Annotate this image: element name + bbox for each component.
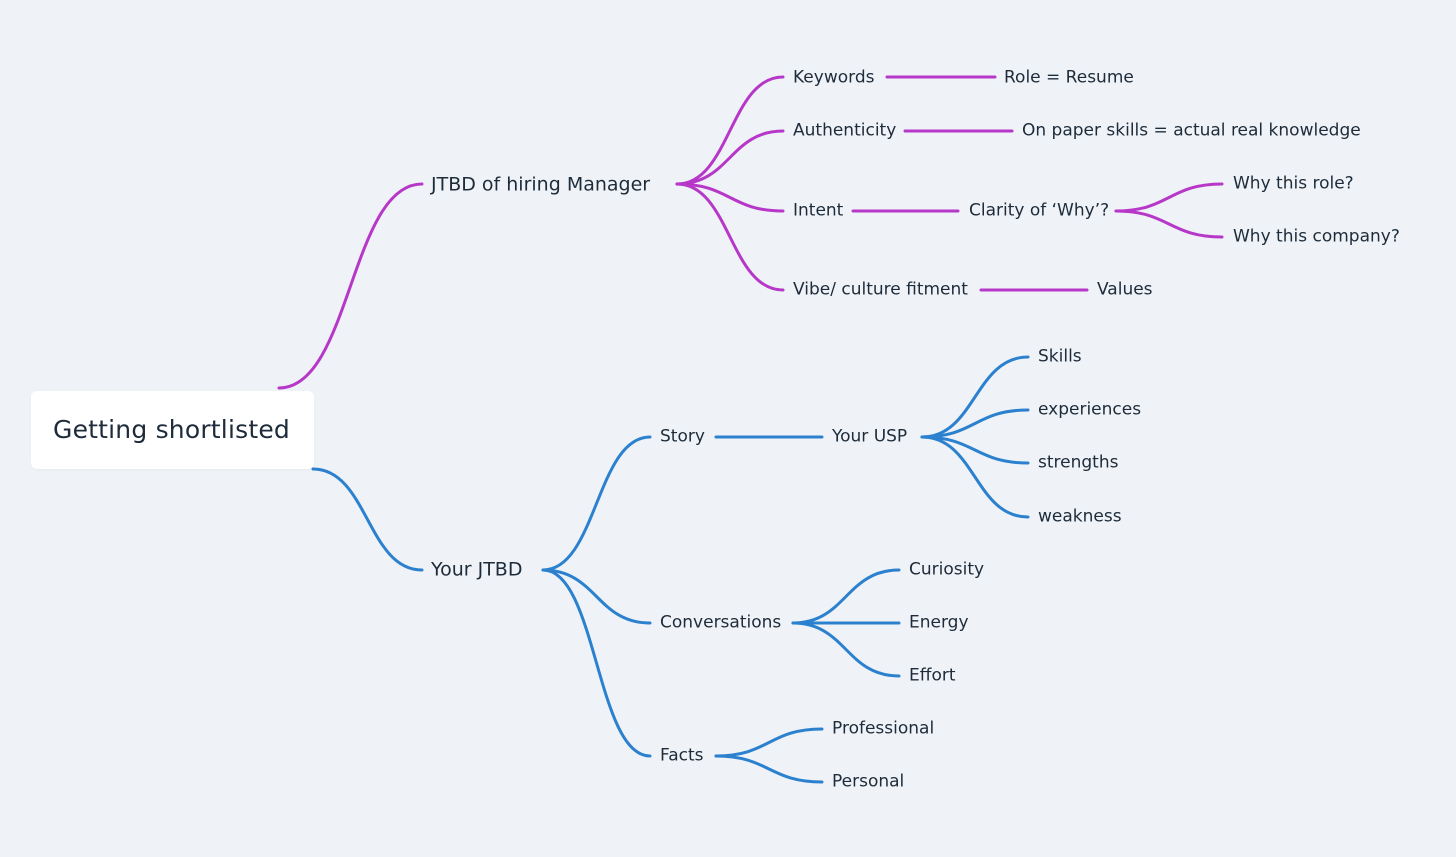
- connector-to-personal: [714, 754, 824, 784]
- connector-to-facts: [541, 568, 652, 758]
- connector-to-intent: [675, 182, 785, 213]
- node-clarity-of-why[interactable]: Clarity of ‘Why’?: [969, 200, 1110, 221]
- connector-root-to-hiring-manager: [277, 182, 424, 390]
- node-jtbd-hiring-manager[interactable]: JTBD of hiring Manager: [431, 173, 651, 196]
- connector-to-vibe: [675, 182, 785, 292]
- connector-to-strengths: [920, 435, 1030, 465]
- node-intent[interactable]: Intent: [793, 200, 844, 221]
- node-experiences[interactable]: experiences: [1038, 399, 1142, 420]
- node-why-this-company[interactable]: Why this company?: [1233, 226, 1400, 247]
- node-effort[interactable]: Effort: [909, 665, 956, 686]
- node-role-resume[interactable]: Role = Resume: [1004, 67, 1134, 88]
- connector-to-story: [541, 435, 652, 572]
- node-story[interactable]: Story: [660, 426, 705, 447]
- node-on-paper-skills[interactable]: On paper skills = actual real knowledge: [1022, 120, 1361, 141]
- node-curiosity[interactable]: Curiosity: [909, 559, 985, 580]
- node-strengths[interactable]: strengths: [1038, 452, 1119, 473]
- connector-to-curiosity: [791, 568, 901, 625]
- node-authenticity[interactable]: Authenticity: [793, 120, 897, 141]
- root-node[interactable]: Getting shortlisted: [31, 391, 314, 469]
- node-keywords[interactable]: Keywords: [793, 67, 875, 88]
- connector-to-skills: [920, 355, 1030, 439]
- node-conversations[interactable]: Conversations: [660, 612, 782, 633]
- node-your-jtbd[interactable]: Your JTBD: [431, 558, 523, 581]
- connector-to-authenticity: [675, 129, 785, 186]
- node-energy[interactable]: Energy: [909, 612, 969, 633]
- node-skills[interactable]: Skills: [1038, 346, 1082, 367]
- node-weakness[interactable]: weakness: [1038, 506, 1122, 527]
- connector-to-keywords: [675, 75, 785, 186]
- connector-to-weakness: [920, 435, 1030, 519]
- connector-to-effort: [791, 621, 901, 678]
- connector-to-why-role: [1114, 182, 1224, 213]
- node-personal[interactable]: Personal: [832, 771, 905, 792]
- connector-to-experiences: [920, 408, 1030, 439]
- node-professional[interactable]: Professional: [832, 718, 935, 739]
- node-why-this-role[interactable]: Why this role?: [1233, 173, 1354, 194]
- connector-to-conversations: [541, 568, 652, 625]
- connector-root-to-your-jtbd: [311, 467, 424, 572]
- root-node-label: Getting shortlisted: [53, 415, 290, 444]
- node-vibe-culture-fitment[interactable]: Vibe/ culture fitment: [793, 279, 968, 300]
- connector-to-why-company: [1114, 209, 1224, 239]
- node-your-usp[interactable]: Your USP: [832, 426, 908, 447]
- node-facts[interactable]: Facts: [660, 745, 704, 766]
- connector-to-professional: [714, 727, 824, 758]
- node-values[interactable]: Values: [1097, 279, 1153, 300]
